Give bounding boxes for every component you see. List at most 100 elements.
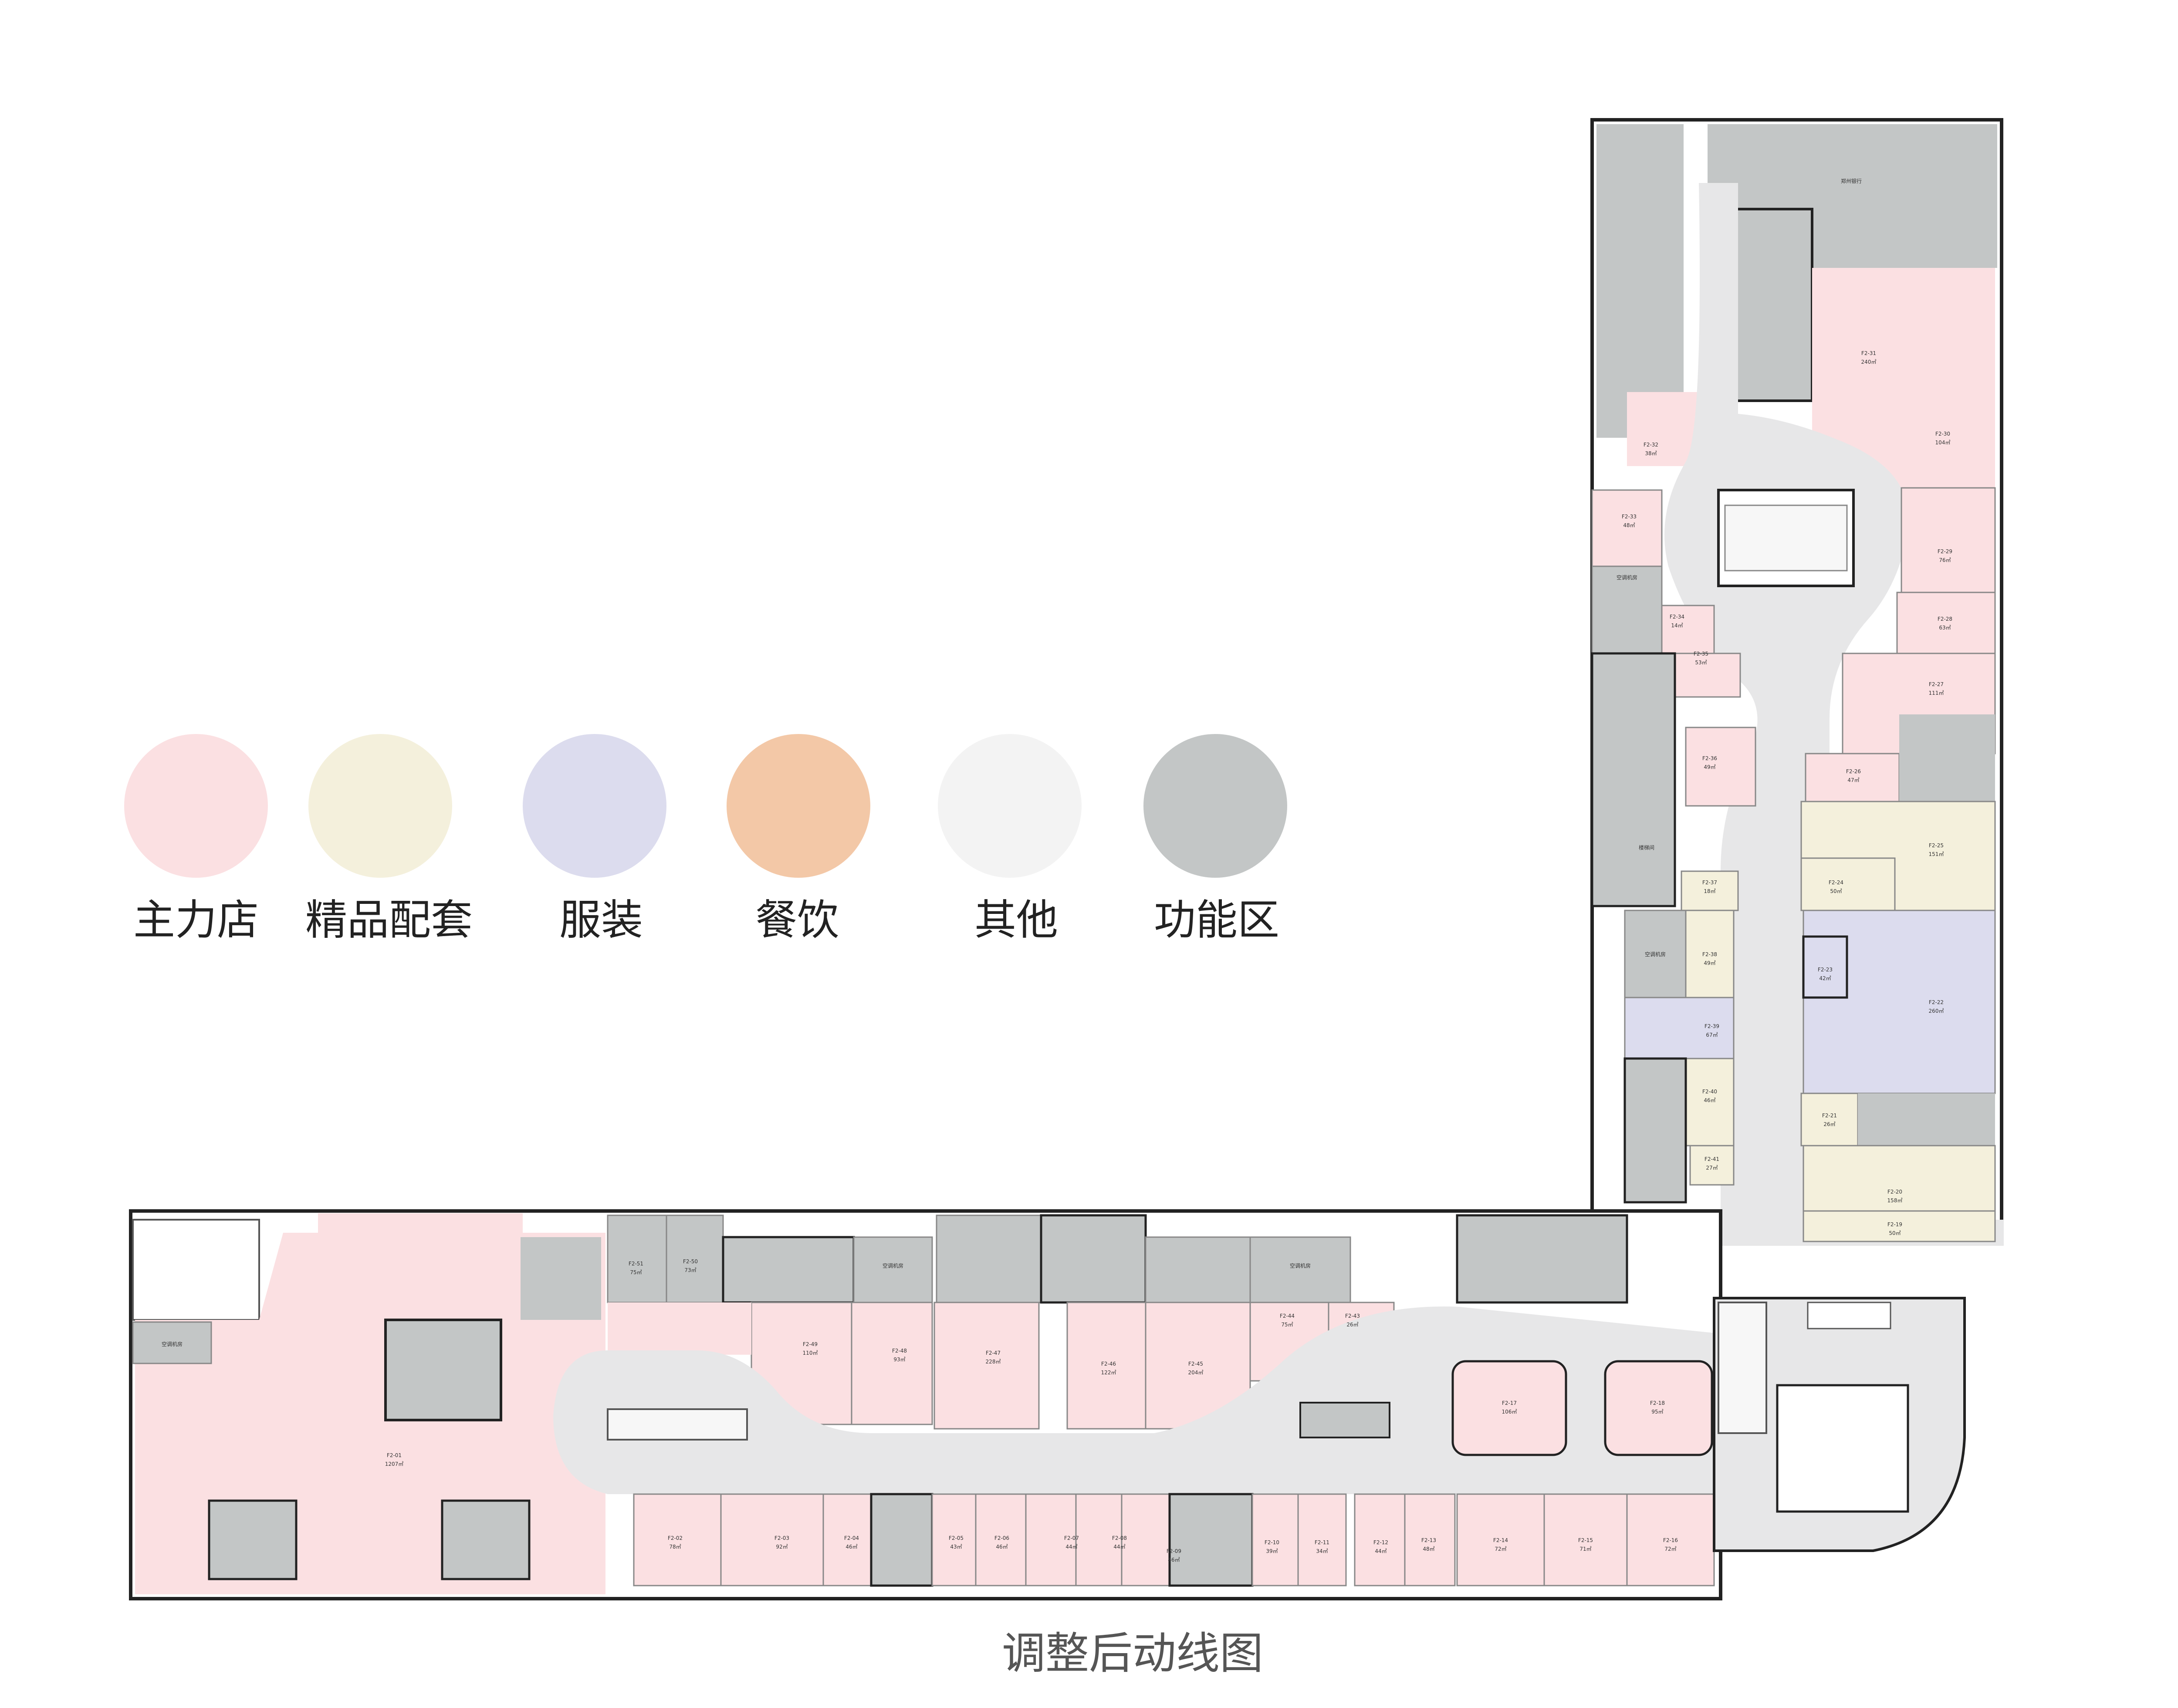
- label-F2-11: F2-11: [1315, 1539, 1329, 1546]
- area-F2-15: 71㎡: [1579, 1546, 1591, 1552]
- label-F2-05: F2-05: [949, 1535, 964, 1541]
- legend-swatch-other: [938, 734, 1082, 878]
- unit-F2-40: [1685, 1058, 1735, 1147]
- ac-room-north-label: 空调机房: [1617, 574, 1637, 581]
- ac-room-mid-label: 空调机房: [1645, 951, 1666, 957]
- area-F2-33: 48㎡: [1623, 522, 1635, 528]
- north-right-service-2: [1858, 1093, 1995, 1146]
- label-F2-45: F2-45: [1188, 1361, 1203, 1367]
- label-F2-19: F2-19: [1887, 1221, 1902, 1228]
- area-F2-08: 44㎡: [1113, 1544, 1125, 1550]
- freight-kiosk: [1299, 1402, 1390, 1438]
- area-F2-25: 151㎡: [1929, 851, 1944, 857]
- service-stair-2: [1040, 1214, 1147, 1304]
- ac-room-top-1: [853, 1236, 933, 1303]
- legend-item-other: 其他: [938, 734, 1082, 944]
- label-F2-16: F2-16: [1663, 1537, 1678, 1543]
- unit-F2-36: [1685, 727, 1756, 807]
- unit-F2-37: [1681, 870, 1739, 911]
- label-F2-39: F2-39: [1705, 1023, 1719, 1029]
- legend-label-apparel: 服装: [559, 896, 643, 944]
- legend-swatch-function: [1143, 734, 1287, 878]
- north-right-service-1: [1899, 714, 1995, 802]
- area-F2-01: 1207㎡: [385, 1461, 404, 1467]
- label-F2-10: F2-10: [1265, 1539, 1279, 1546]
- ac-room-top-1-label: 空调机房: [883, 1262, 903, 1269]
- east-washroom: [1807, 1302, 1891, 1329]
- legend-item-boutique: 精品配套: [305, 734, 473, 944]
- label-F2-43: F2-43: [1345, 1313, 1360, 1319]
- label-F2-40: F2-40: [1702, 1089, 1717, 1095]
- unit-F2-21: [1800, 1092, 1859, 1147]
- unit-F2-05: [931, 1493, 977, 1586]
- east-escalator: [1718, 1302, 1767, 1434]
- ac-room-mid: [1624, 910, 1687, 998]
- area-F2-35: 53㎡: [1695, 660, 1707, 666]
- area-F2-19: 50㎡: [1889, 1230, 1901, 1236]
- unit-F2-29: [1901, 487, 1996, 593]
- top-pink-left: [608, 1302, 751, 1355]
- area-F2-02: 78㎡: [669, 1544, 681, 1550]
- label-F2-02: F2-02: [668, 1535, 683, 1541]
- legend-label-function: 功能区: [1154, 896, 1279, 944]
- unit-F2-31: [1812, 268, 1995, 394]
- east-core: [1456, 1214, 1628, 1304]
- area-F2-32: 38㎡: [1645, 450, 1657, 457]
- service-top-mid-2: [1145, 1236, 1251, 1303]
- label-F2-20: F2-20: [1887, 1189, 1902, 1195]
- area-F2-14: 72㎡: [1495, 1546, 1506, 1552]
- label-F2-35: F2-35: [1694, 651, 1708, 657]
- area-F2-10: 39㎡: [1266, 1548, 1278, 1554]
- area-F2-37: 18㎡: [1704, 888, 1715, 894]
- north-left-service-lower: [1623, 1057, 1687, 1204]
- north-wing: 郑州银行 空调机房 楼梯间: [1590, 118, 2004, 1246]
- label-F2-31: F2-31: [1861, 350, 1876, 356]
- label-F2-47: F2-47: [986, 1350, 1001, 1356]
- label-F2-49: F2-49: [803, 1341, 818, 1347]
- unit-F2-07: [1025, 1493, 1077, 1586]
- label-F2-51: F2-51: [629, 1261, 643, 1267]
- north-service-column: [1596, 124, 1684, 438]
- unit-F2-24: [1800, 857, 1896, 911]
- label-F2-50: F2-50: [683, 1258, 698, 1265]
- west-service-top: [521, 1237, 601, 1320]
- label-F2-17: F2-17: [1502, 1400, 1517, 1406]
- legend-swatch-apparel: [523, 734, 666, 878]
- area-F2-16: 72㎡: [1664, 1546, 1676, 1552]
- area-F2-24: 50㎡: [1830, 888, 1842, 894]
- label-F2-48: F2-48: [892, 1348, 907, 1354]
- label-F2-46: F2-46: [1101, 1361, 1116, 1367]
- unit-F2-11: [1297, 1493, 1347, 1586]
- area-F2-07: 44㎡: [1065, 1544, 1077, 1550]
- area-F2-20: 158㎡: [1887, 1197, 1903, 1204]
- unit-F2-12: [1354, 1493, 1406, 1586]
- label-F2-24: F2-24: [1829, 879, 1843, 886]
- area-F2-12: 44㎡: [1375, 1548, 1387, 1554]
- label-F2-07: F2-07: [1064, 1535, 1079, 1541]
- unit-F2-47: [933, 1302, 1040, 1430]
- service-top-mid: [936, 1214, 1042, 1303]
- area-F2-06: 46㎡: [996, 1544, 1008, 1550]
- label-F2-36: F2-36: [1702, 755, 1717, 761]
- legend-item-anchor: 主力店: [124, 734, 268, 944]
- north-escalator: [1724, 504, 1848, 572]
- unit-F2-28: [1896, 592, 1996, 654]
- area-F2-23: 42㎡: [1819, 975, 1831, 981]
- area-F2-04: 46㎡: [845, 1544, 857, 1550]
- unit-F2-41: [1689, 1145, 1735, 1186]
- unit-F2-15: [1543, 1493, 1628, 1586]
- area-F2-38: 49㎡: [1704, 960, 1715, 966]
- unit-F2-01: [135, 1213, 605, 1594]
- label-F2-04: F2-04: [844, 1535, 859, 1541]
- label-F2-06: F2-06: [994, 1535, 1009, 1541]
- area-F2-29: 76㎡: [1939, 557, 1951, 563]
- west-core: [384, 1319, 502, 1421]
- label-F2-12: F2-12: [1373, 1539, 1388, 1546]
- stair-room-label: 楼梯间: [1639, 844, 1654, 851]
- label-F2-13: F2-13: [1421, 1537, 1436, 1543]
- area-F2-47: 228㎡: [986, 1359, 1001, 1365]
- unit-F2-03: [720, 1493, 824, 1586]
- south-wing: 空调机房 F2-01 1207㎡ 空调机房 空调机房: [129, 1209, 1722, 1600]
- unit-F2-16: [1626, 1493, 1715, 1586]
